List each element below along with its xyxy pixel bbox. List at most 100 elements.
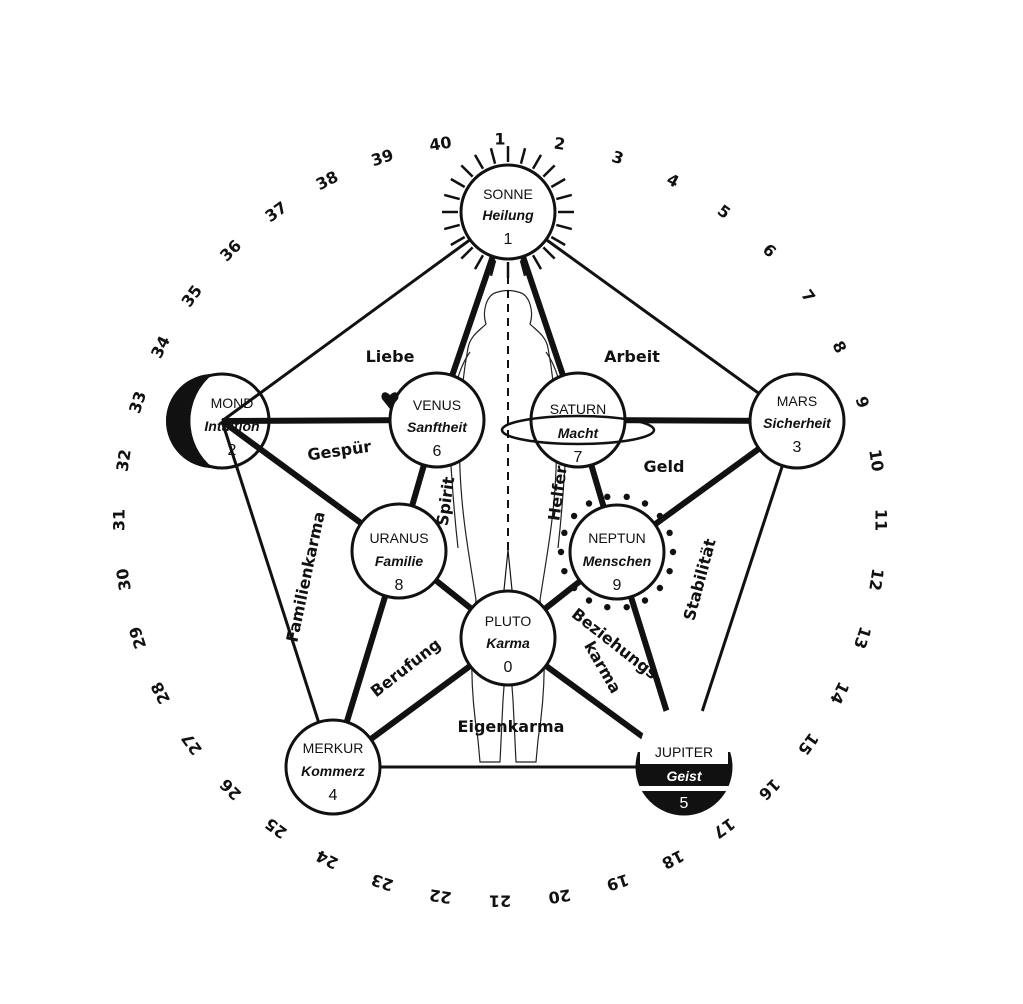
node-quality: Kommerz <box>301 763 365 779</box>
sun-ray <box>489 147 497 165</box>
sun-ray <box>443 193 461 201</box>
dot <box>623 493 630 501</box>
dot <box>561 567 568 575</box>
sun-ray <box>460 246 474 260</box>
node-quality: Sanftheit <box>407 419 468 435</box>
ring-number: 27 <box>178 729 206 758</box>
ring-number: 20 <box>547 885 572 907</box>
node-number: 3 <box>793 439 802 456</box>
node-number: 2 <box>228 442 237 459</box>
ring-number: 15 <box>794 729 822 758</box>
ring-number: 4 <box>664 170 683 192</box>
dot <box>666 529 673 537</box>
edge-label-gespuer: Gespür <box>306 437 372 465</box>
ring-number: 13 <box>850 624 875 651</box>
dot <box>570 512 578 520</box>
ring-number: 24 <box>313 846 341 873</box>
node-quality: Menschen <box>583 553 651 569</box>
node-uranus: URANUS Familie 8 <box>350 502 448 600</box>
ring-number: 9 <box>852 394 874 410</box>
ring-number: 16 <box>755 775 784 804</box>
ring-number: 12 <box>865 567 887 592</box>
dot <box>656 512 664 520</box>
ring-number: 30 <box>113 567 135 592</box>
edge-label-stabilitaet: Stabilität <box>680 536 720 622</box>
node-number: 6 <box>433 443 442 460</box>
edge-label-eigenkarma: Eigenkarma <box>458 717 565 736</box>
dotted-ring <box>557 493 677 611</box>
node-number: 8 <box>395 577 404 594</box>
sun-ray <box>489 259 497 277</box>
dot <box>623 603 630 611</box>
sun-ray <box>473 154 485 170</box>
dot <box>570 584 578 592</box>
ring-number: 1 <box>494 130 505 149</box>
edge-label-geld: Geld <box>644 457 685 476</box>
node-number: 7 <box>574 449 583 466</box>
dot <box>656 584 664 592</box>
sun-ray <box>550 177 566 189</box>
node-quality: Sicherheit <box>763 415 832 431</box>
ring-number: 40 <box>428 133 453 155</box>
node-mars: MARS Sicherheit 3 <box>748 372 846 470</box>
node-mond: MOND Intuition 2 <box>166 372 271 470</box>
dot <box>557 548 565 556</box>
sun-ray <box>531 154 543 170</box>
dot <box>585 597 593 604</box>
sun-ray <box>450 235 466 247</box>
ring-number: 29 <box>125 624 150 651</box>
ring-number: 22 <box>428 885 453 907</box>
dot <box>585 500 593 507</box>
sun-ray <box>542 246 556 260</box>
ring-number: 39 <box>369 145 396 170</box>
ring-number: 21 <box>489 892 511 911</box>
node-merkur: MERKUR Kommerz 4 <box>284 718 382 816</box>
sun-rays-icon <box>442 146 574 278</box>
dot <box>669 548 677 556</box>
ring-number: 37 <box>261 198 290 226</box>
sun-ray <box>460 164 474 178</box>
node-number: 0 <box>504 659 513 676</box>
ring-number: 32 <box>113 448 135 473</box>
node-quality: Intuition <box>204 418 259 434</box>
ring-number: 34 <box>147 333 174 361</box>
ring-number: 26 <box>216 775 245 804</box>
dot <box>604 493 611 501</box>
ring-number: 17 <box>709 814 738 842</box>
node-quality: Macht <box>558 425 600 441</box>
sun-ray <box>443 223 461 231</box>
sun-ray <box>473 254 485 270</box>
sun-ray <box>555 223 573 231</box>
ring-number: 3 <box>610 147 626 169</box>
sun-ray <box>519 147 527 165</box>
sun-ray <box>542 164 556 178</box>
node-neptun: NEPTUN Menschen 9 <box>557 493 677 611</box>
ring-number: 11 <box>872 509 891 531</box>
sun-ray <box>450 177 466 189</box>
ring-number: 6 <box>759 240 780 261</box>
node-saturn: SATURN Macht 7 <box>500 371 656 469</box>
ring-number: 33 <box>125 389 150 416</box>
node-name: PLUTO <box>485 613 532 629</box>
ring-number: 8 <box>828 338 850 357</box>
node-jupiter: JUPITER Geist 5 <box>635 707 733 816</box>
sun-ray <box>531 254 543 270</box>
ring-number: 14 <box>826 679 853 707</box>
node-name: MOND <box>211 395 254 411</box>
ring-number: 36 <box>216 236 245 265</box>
ring-number: 10 <box>865 448 887 473</box>
node-number: 1 <box>504 231 513 248</box>
heart-icon <box>381 392 399 409</box>
ring-number: 2 <box>553 133 567 154</box>
node-name: NEPTUN <box>588 530 646 546</box>
node-name: SONNE <box>483 186 533 202</box>
edge-label-liebe: Liebe <box>366 347 415 366</box>
outer-pentagon <box>220 210 799 769</box>
node-name: JUPITER <box>655 744 713 760</box>
node-name: SATURN <box>550 401 607 417</box>
ring-number: 18 <box>659 846 687 873</box>
ring-number: 35 <box>178 281 206 310</box>
node-name: VENUS <box>413 397 461 413</box>
node-venus: VENUS Sanftheit 6 <box>388 371 486 469</box>
